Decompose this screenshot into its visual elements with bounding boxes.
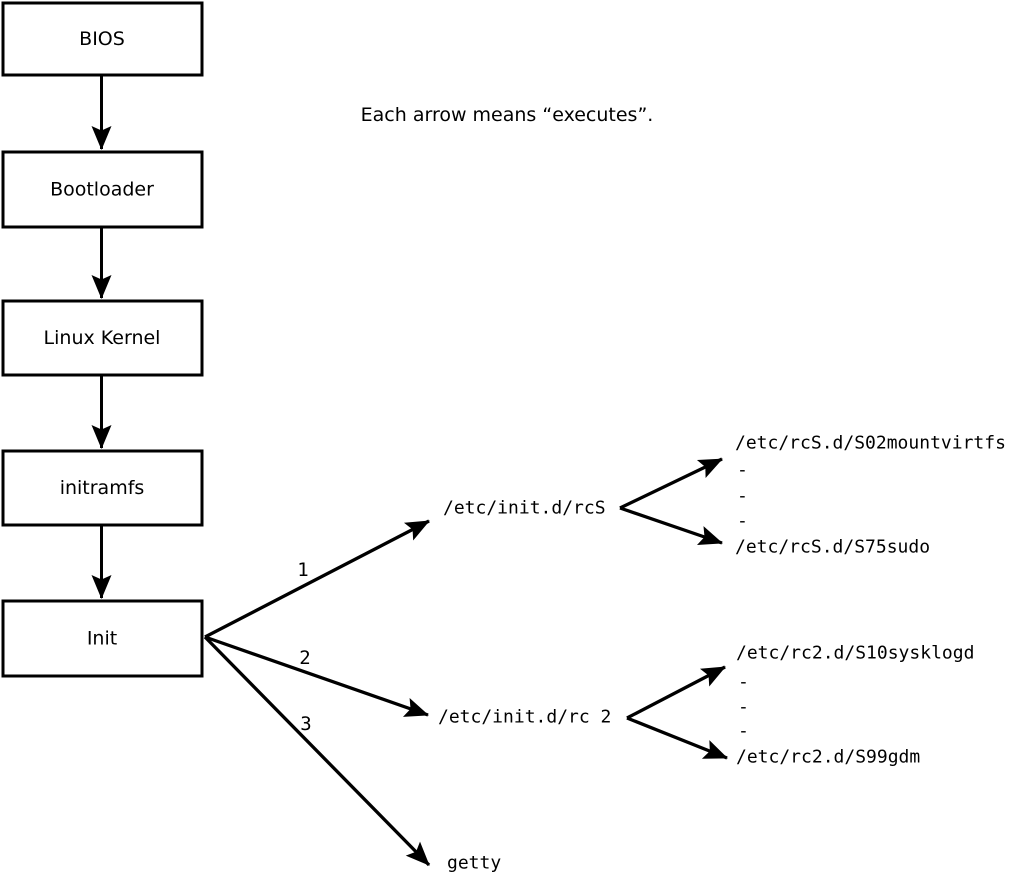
script-label-rcs: /etc/init.d/rcS [443, 498, 606, 519]
box-initramfs [1, 449, 204, 527]
script-label-getty: getty [447, 853, 501, 874]
arrow-order-label-2: 2 [299, 647, 310, 669]
ellipsis-dash: - [738, 721, 749, 742]
script-item-rcs-first: /etc/rcS.d/S02mountvirtfs [735, 433, 1006, 454]
box-bios [1, 1, 204, 77]
arrow-rcs-to-last-script [619, 506, 723, 545]
script-item-rc2-last: /etc/rc2.d/S99gdm [736, 747, 920, 768]
arrow-rc2-to-first-script [626, 665, 726, 720]
box-init-label: Init [87, 628, 117, 650]
ellipsis-dash: - [737, 460, 748, 481]
script-item-rc2-first: /etc/rc2.d/S10sysklogd [736, 643, 974, 664]
ellipsis-dash: - [737, 486, 748, 507]
box-bios-label: BIOS [79, 28, 125, 50]
arrow-rc2-to-last-script [626, 716, 728, 760]
arrow-init-to-getty [203, 635, 431, 867]
ellipsis-dash: - [738, 672, 749, 693]
arrow-order-label-3: 3 [300, 713, 311, 735]
arrow-init-to-rcs [204, 519, 430, 639]
box-bootloader [1, 150, 204, 229]
box-init [1, 599, 204, 678]
script-label-rc2: /etc/init.d/rc 2 [438, 707, 611, 728]
ellipsis-dash: - [738, 697, 749, 718]
box-bootloader-label: Bootloader [50, 179, 154, 201]
arrow-order-label-1: 1 [297, 559, 308, 581]
arrow-rcs-to-first-script [619, 457, 723, 510]
box-initramfs-label: initramfs [60, 477, 145, 499]
arrow-init-to-rc2 [204, 635, 429, 717]
legend-note: Each arrow means “executes”. [361, 104, 654, 126]
ellipsis-dash: - [737, 511, 748, 532]
box-linux-kernel-label: Linux Kernel [44, 327, 161, 349]
script-item-rcs-last: /etc/rcS.d/S75sudo [735, 537, 930, 558]
